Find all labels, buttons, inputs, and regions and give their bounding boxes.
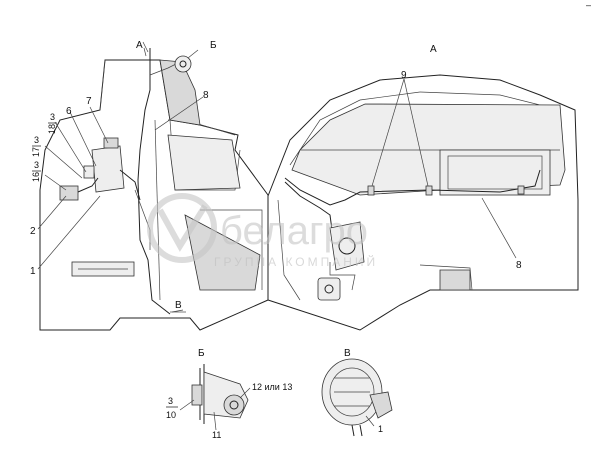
callout-3-18: 3 18 (47, 112, 57, 134)
view-c-marker: В (175, 300, 182, 311)
watermark-tagline: ГРУППА КОМПАНИЙ (214, 254, 378, 269)
callout-1: 1 (30, 266, 36, 277)
callout-3-10: 3 10 (166, 396, 178, 420)
view-b-title: Б (198, 348, 205, 359)
callout-9: 9 (401, 70, 407, 81)
corner-mark: – (586, 0, 591, 10)
callout-6: 6 (66, 106, 72, 117)
view-c (321, 358, 393, 437)
svg-text:3: 3 (34, 135, 39, 145)
view-a-marker: А (136, 40, 143, 51)
callout-3-16: 3 16 (31, 160, 41, 182)
callout-11: 11 (212, 430, 221, 440)
view-b (179, 364, 251, 431)
callout-8-left: 8 (203, 90, 209, 101)
svg-text:3: 3 (50, 112, 55, 122)
callout-3-17: 3 17 (31, 135, 41, 157)
washer-reservoir (91, 145, 125, 193)
view-a (267, 74, 579, 331)
view-a-title: А (430, 44, 437, 55)
callout-2: 2 (30, 226, 36, 237)
view-b-marker: Б (210, 40, 217, 51)
callout-8-right: 8 (516, 260, 522, 271)
svg-text:18: 18 (47, 124, 57, 134)
svg-text:16: 16 (31, 172, 41, 182)
callout-1-view-c: 1 (378, 424, 383, 434)
callout-12-or-13: 12 или 13 (252, 382, 292, 392)
svg-text:3: 3 (168, 396, 173, 406)
view-c-title: В (344, 348, 351, 359)
callout-7: 7 (86, 96, 92, 107)
left-cab-view (37, 47, 269, 331)
svg-text:17: 17 (31, 147, 41, 157)
svg-text:10: 10 (166, 410, 176, 420)
svg-text:3: 3 (34, 160, 39, 170)
watermark-brand: белагро (220, 209, 368, 253)
watermark: белагро ГРУППА КОМПАНИЙ (147, 193, 378, 269)
